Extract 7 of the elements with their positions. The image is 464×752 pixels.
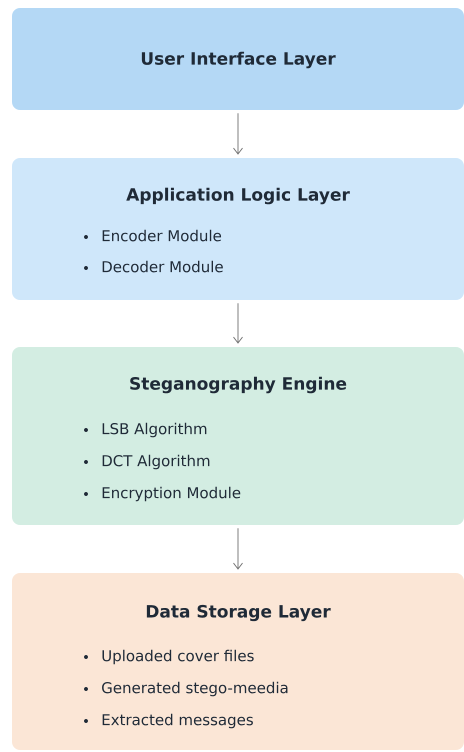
arrow	[233, 528, 243, 570]
layer-box: Data Storage Layer Uploaded cover files Generated stego-meedia Extracted messages	[12, 573, 464, 750]
layer-box: Application Logic Layer Encoder Module Decoder Module	[12, 158, 464, 300]
layer-box: User Interface Layer	[12, 8, 464, 110]
arrow	[233, 302, 243, 344]
arrow	[233, 112, 243, 155]
layer-box: Steganography Engine LSB Algorithm DCT Algorithm Encryption Module	[12, 347, 464, 525]
